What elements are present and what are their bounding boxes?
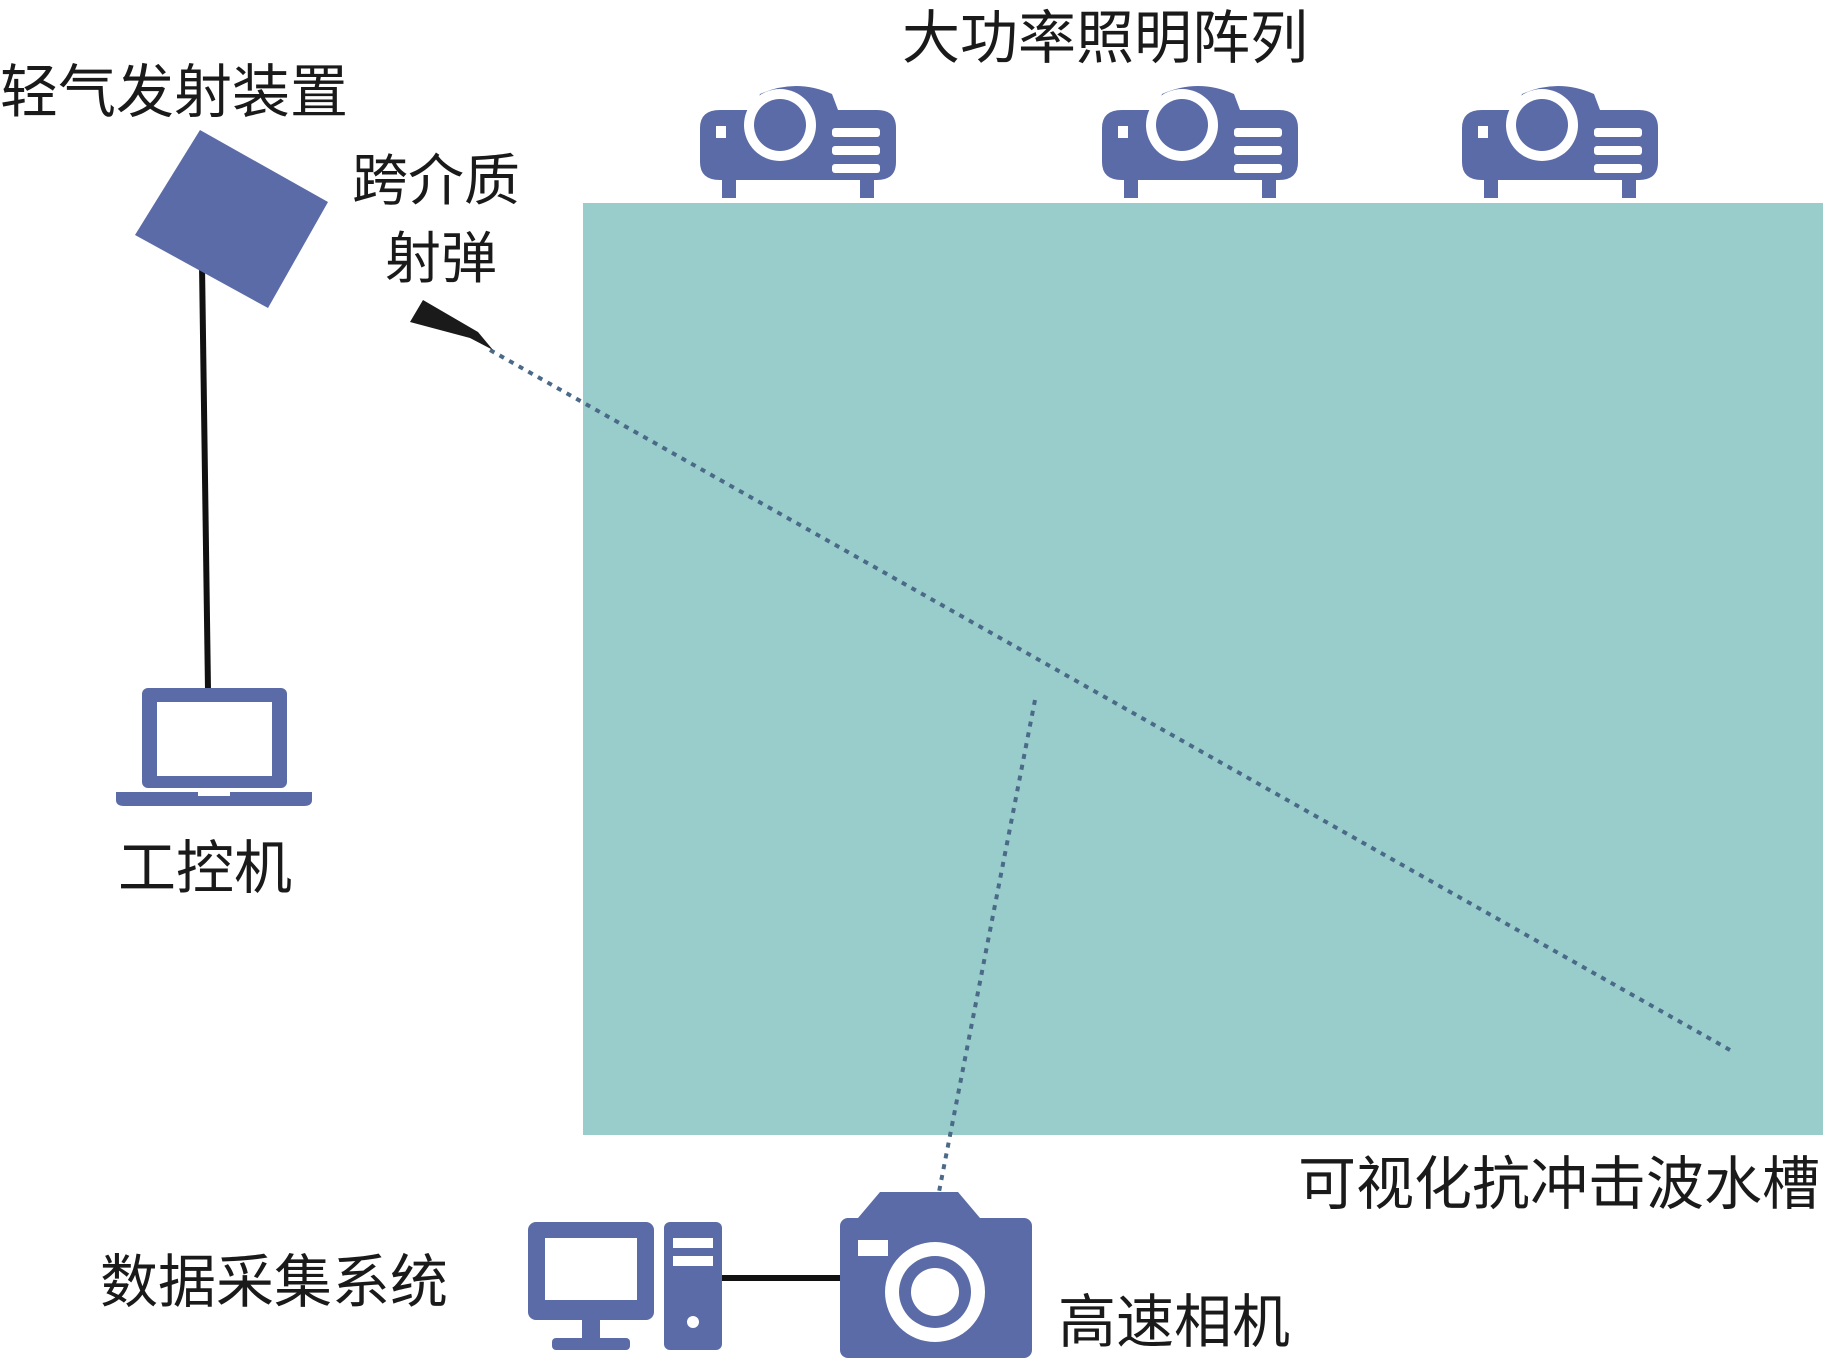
lighting-array-label: 大功率照明阵列 xyxy=(902,4,1308,72)
laptop-icon xyxy=(116,688,312,806)
camera-sight-line xyxy=(928,699,1037,1239)
camera-icon xyxy=(840,1192,1032,1358)
daq-system-label: 数据采集系统 xyxy=(100,1248,448,1316)
projector-lamp-icon xyxy=(1102,86,1298,198)
water-tank-label: 可视化抗冲击波水槽 xyxy=(1298,1150,1820,1218)
launcher-label: 轻气发射装置 xyxy=(0,58,348,126)
projector-lamp-icon xyxy=(1462,86,1658,198)
high-speed-camera-label: 高速相机 xyxy=(1058,1288,1290,1356)
launcher-ipc-cable xyxy=(199,264,211,691)
ipc-label: 工控机 xyxy=(118,834,292,902)
water-tank xyxy=(583,203,1823,1135)
desktop-computer-icon xyxy=(528,1222,722,1350)
projectile-label-line2: 射弹 xyxy=(385,227,497,292)
projectile-label-line1: 跨介质 xyxy=(352,149,520,214)
projectile-icon xyxy=(410,300,493,350)
launcher-box-icon xyxy=(135,130,328,308)
projector-lamp-icon xyxy=(700,86,896,198)
